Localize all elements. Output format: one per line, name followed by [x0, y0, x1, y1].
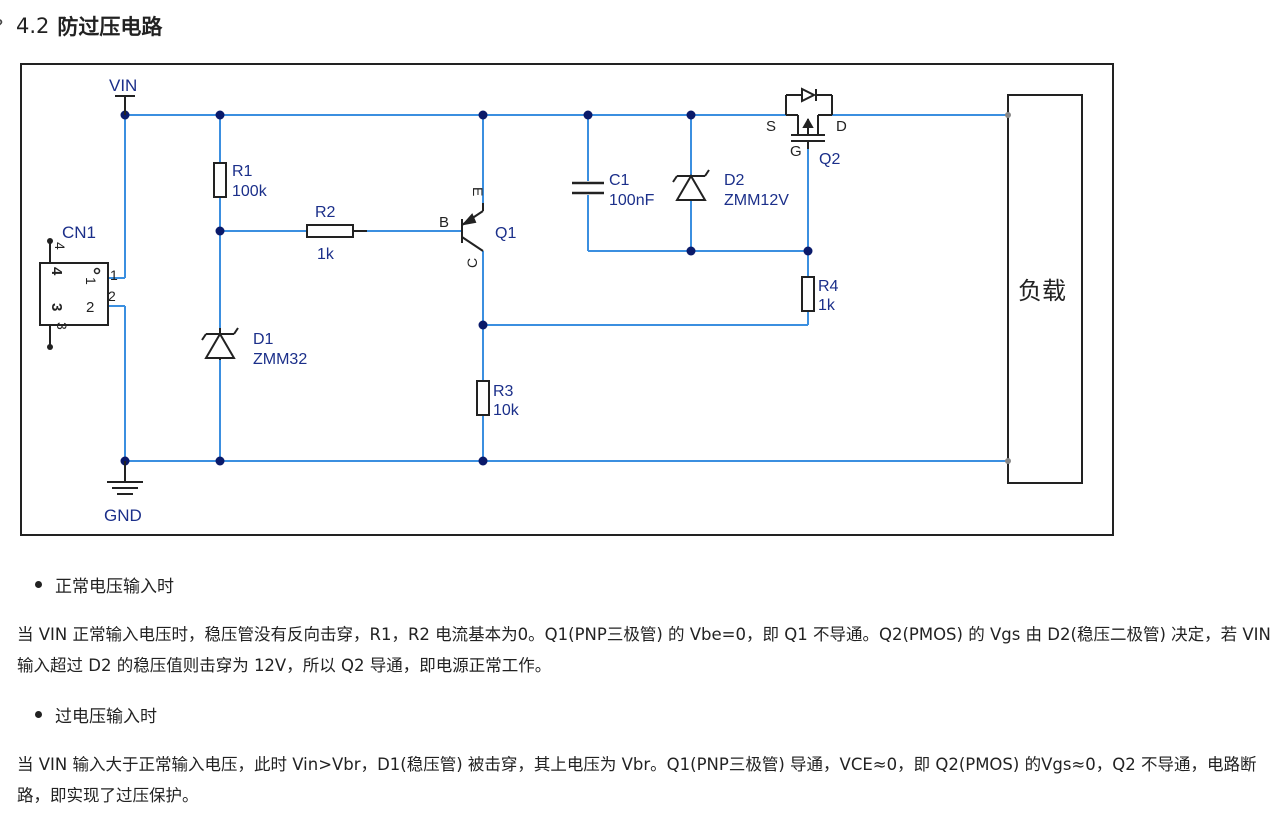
d1-label: D1 [253, 331, 274, 348]
ground-symbol [107, 461, 143, 495]
cn1-pin1-inner: 1 [83, 277, 99, 285]
cn1-pin4-outer: 4 [52, 242, 68, 250]
q1-pnp-transistor [461, 203, 484, 252]
r2-value: 1k [317, 246, 335, 263]
cn1-pin2-inner: 2 [86, 299, 94, 316]
bullet-text: 过电压输入时 [55, 707, 157, 727]
q2-label: Q2 [819, 151, 840, 168]
gnd-label: GND [104, 506, 142, 525]
load-label: 负载 [1018, 278, 1066, 305]
junction-dot [478, 110, 488, 120]
r2-resistor [306, 224, 354, 238]
d2-label: D2 [724, 172, 745, 189]
junction-dot [215, 456, 225, 466]
vin-label: VIN [109, 76, 137, 95]
q1-c-label: C [464, 258, 480, 268]
load-box [1007, 94, 1083, 484]
junction-dot [686, 110, 696, 120]
r4-resistor [801, 276, 815, 312]
cn1-pin3-inner: 3 [48, 303, 65, 311]
heading-number: 4.2 [16, 14, 50, 38]
bullet-dot [35, 711, 42, 718]
r1-value: 100k [232, 183, 268, 200]
paragraph-normal: 当 VIN 正常输入电压时，稳压管没有反向击穿，R1，R2 电流基本为0。Q1(… [17, 625, 1271, 675]
d2-zener-diode [672, 169, 710, 201]
cn1-connector [39, 238, 109, 350]
r3-resistor [476, 380, 490, 416]
list-item: 正常电压输入时 [35, 572, 174, 597]
d2-value: ZMM12V [724, 192, 789, 209]
d1-value: ZMM32 [253, 351, 307, 368]
c1-label: C1 [609, 172, 630, 189]
c1-value: 100nF [609, 192, 655, 209]
r3-value: 10k [493, 402, 520, 419]
heading-title: 防过压电路 [57, 15, 163, 39]
c1-capacitor [572, 181, 604, 195]
r2-label: R2 [315, 204, 336, 221]
cn1-label: CN1 [62, 223, 96, 242]
link-icon[interactable]: ? [0, 16, 10, 37]
r3-label: R3 [493, 383, 514, 400]
junction-dot [583, 110, 593, 120]
cn1-pin1-outer: 1 [110, 267, 118, 283]
section-heading: ? 4.2 防过压电路 [0, 10, 162, 42]
q1-e-label: E [470, 187, 486, 196]
diagram-frame [20, 63, 1114, 536]
r1-resistor [213, 162, 227, 198]
cn1-pin2-outer: 2 [108, 288, 116, 304]
paragraph-overvoltage: 当 VIN 输入大于正常输入电压，此时 Vin>Vbr，D1(稳压管) 被击穿，… [17, 755, 1257, 805]
junction-dot [686, 246, 696, 256]
r1-label: R1 [232, 163, 253, 180]
q2-s-label: S [766, 118, 776, 135]
r4-label: R4 [818, 278, 839, 295]
junction-dot [215, 226, 225, 236]
q2-d-label: D [836, 118, 847, 135]
list-item: 过电压输入时 [35, 702, 157, 727]
r4-value: 1k [818, 297, 836, 314]
cn1-pin4-inner: 4 [48, 267, 65, 276]
d1-zener-diode [201, 327, 239, 360]
circuit-diagram: VIN GND CN1 4 3 4 3 1 2 1 2 R1 100k R2 1… [20, 63, 1114, 536]
bullet-text: 正常电压输入时 [55, 577, 174, 597]
junction-dot [215, 110, 225, 120]
q2-pmos-transistor [785, 87, 833, 149]
q1-label: Q1 [495, 225, 516, 242]
wires [108, 114, 1008, 462]
junction-dot [478, 456, 488, 466]
cn1-pin3-outer: 3 [54, 322, 70, 330]
bullet-dot [35, 581, 42, 588]
junction-dot [478, 320, 488, 330]
q1-b-label: B [439, 214, 449, 231]
q2-g-label: G [790, 143, 802, 160]
junction-dot [803, 246, 813, 256]
